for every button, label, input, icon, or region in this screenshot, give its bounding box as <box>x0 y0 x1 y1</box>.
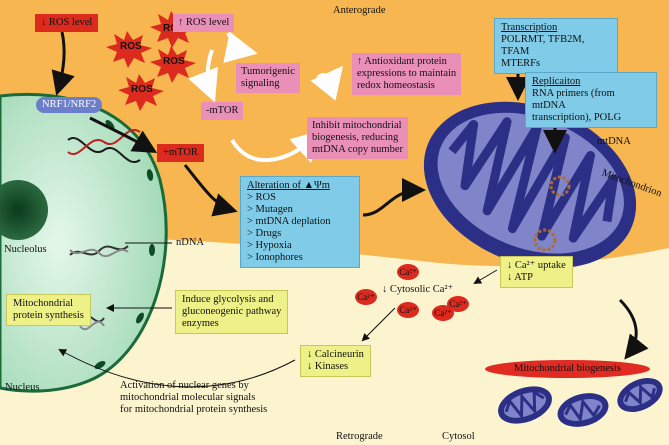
white-arrow-3 <box>310 65 344 101</box>
arrow-mito-to-biogenesis <box>618 298 649 360</box>
antioxidant-line-1: ↑ Antioxidant protein <box>357 56 447 67</box>
ros-up-box: ↑ ROS level <box>173 14 235 32</box>
label-anterograde: Anterograde <box>333 5 386 16</box>
mito-protein-line-2: protein synthesis <box>13 310 84 321</box>
arrow-nrf-to-mtor <box>89 116 158 154</box>
ca-atp-box: ↓ Ca²⁺ uptake ↓ ATP <box>500 256 573 288</box>
label-mtdna: mtDNA <box>597 136 631 147</box>
glycolysis-line-2: gluconeogenic pathway <box>182 306 282 317</box>
alteration-box: Alteration of ▲Ψm > ROS > Mutagen > mtDN… <box>240 176 360 268</box>
white-arrow-1 <box>223 31 258 63</box>
inhibit-line-1: Inhibit mitochondrial <box>312 120 402 131</box>
antioxidant-line-2: expressions to maintain <box>357 68 457 79</box>
transcription-line-1: POLRMT, TFB2M, TFAM <box>501 34 585 57</box>
arrow-yellow-to-cytosolic <box>473 269 498 285</box>
arrow-mtor-to-alteration <box>183 164 238 217</box>
transcription-box: Transcription POLRMT, TFB2M, TFAM MTERFs <box>494 18 618 74</box>
cytosolic-ca-label: ↓ Cytosolic Ca²⁺ <box>382 284 454 295</box>
alteration-item: > Ionophores <box>247 252 303 263</box>
ros-label-3: ROS <box>163 56 185 67</box>
alteration-item: > Mutagen <box>247 204 293 215</box>
ca-ion: Ca²⁺ <box>397 264 419 280</box>
glycolysis-line-1: Induce glycolysis and <box>182 294 274 305</box>
tumorigenic-line-2: signaling <box>241 78 280 89</box>
minus-mtor-box: -mTOR <box>201 102 244 120</box>
ca-uptake-line: ↓ Ca²⁺ uptake <box>507 260 566 271</box>
arrow-cytosolic-to-calcineurin <box>361 307 396 342</box>
arrow-ros-to-nrf <box>51 31 75 96</box>
arrow-alteration-to-mito <box>362 178 426 217</box>
transcription-line-2: MTERFs <box>501 58 541 69</box>
replication-title: Replicaiton <box>532 76 581 87</box>
mito-biogenesis-pill: Mitochondrial biogenesis <box>485 360 650 378</box>
alteration-item: > Drugs <box>247 228 282 239</box>
activation-text: Activation of nuclear genes by mitochond… <box>120 380 267 416</box>
activation-line-2: mitochondrial molecular signals <box>120 392 256 403</box>
antioxidant-line-3: redox homeostasis <box>357 80 435 91</box>
ros-label-4: ROS <box>131 84 153 95</box>
mito-protein-box: Mitochondrial protein synthesis <box>6 294 91 326</box>
ca-ion: Ca²⁺ <box>355 289 377 305</box>
transcription-title: Transcription <box>501 22 558 33</box>
replication-line-1: RNA primers (from mtDNA <box>532 88 615 111</box>
replication-line-2: transcription), POLG <box>532 112 622 123</box>
dna-helix-2 <box>69 245 129 257</box>
mito-protein-line-1: Mitochondrial <box>13 298 74 309</box>
alteration-list: > ROS > Mutagen > mtDNA deplation > Drug… <box>247 192 353 264</box>
label-ndna: nDNA <box>176 237 204 248</box>
tumorigenic-line-1: Tumorigenic <box>241 66 295 77</box>
label-retrograde: Retrograde <box>336 431 383 442</box>
antioxidant-box: ↑ Antioxidant protein expressions to mai… <box>352 53 462 95</box>
alteration-title: Alteration of ▲Ψm <box>247 180 330 191</box>
ros-label-1: ROS <box>120 41 142 52</box>
activation-line-3: for mitochondrial protein synthesis <box>120 404 268 415</box>
plus-mtor-box: +mTOR <box>157 144 204 162</box>
tumorigenic-box: Tumorigenic signaling <box>236 63 300 93</box>
ca-ion: Ca²⁺ <box>397 302 419 318</box>
nucleolus <box>0 180 48 240</box>
inhibit-line-3: mtDNA copy number <box>312 144 403 155</box>
nrf-box: NRF1/NRF2 <box>36 97 103 113</box>
kinases-line: ↓ Kinases <box>307 361 349 372</box>
white-arrow-2 <box>188 49 218 103</box>
activation-line-1: Activation of nuclear genes by <box>120 380 249 391</box>
atp-line: ↓ ATP <box>507 272 533 283</box>
inhibit-box: Inhibit mitochondrial biogenesis, reduci… <box>307 117 408 159</box>
calcineurin-line: ↓ Calcineurin <box>307 349 364 360</box>
inhibit-line-2: biogenesis, reducing <box>312 132 399 143</box>
ca-ion: Ca²⁺ <box>432 305 454 321</box>
alteration-item: > mtDNA deplation <box>247 216 331 227</box>
mtdna-ring-2 <box>533 228 557 252</box>
calcineurin-box: ↓ Calcineurin ↓ Kinases <box>300 345 371 377</box>
alteration-item: > Hypoxia <box>247 240 292 251</box>
mtdna-ring-1 <box>549 175 571 197</box>
cytosol-region <box>0 236 669 445</box>
label-cytosol: Cytosol <box>442 431 475 442</box>
mitochondrion-shape <box>423 101 637 269</box>
replication-box: Replicaiton RNA primers (from mtDNA tran… <box>525 72 657 128</box>
glycolysis-line-3: enzymes <box>182 318 219 329</box>
small-mitochondria <box>498 378 663 427</box>
label-nucleus: Nucleus <box>5 382 40 393</box>
dna-helix-1 <box>67 129 141 163</box>
arrow-calcineurin-to-protein <box>58 349 296 388</box>
glycolysis-box: Induce glycolysis and gluconeogenic path… <box>175 290 289 334</box>
alteration-item: > ROS <box>247 192 276 203</box>
label-nucleolus: Nucleolus <box>4 244 47 255</box>
ros-down-box: ↓ ROS level <box>35 14 99 32</box>
